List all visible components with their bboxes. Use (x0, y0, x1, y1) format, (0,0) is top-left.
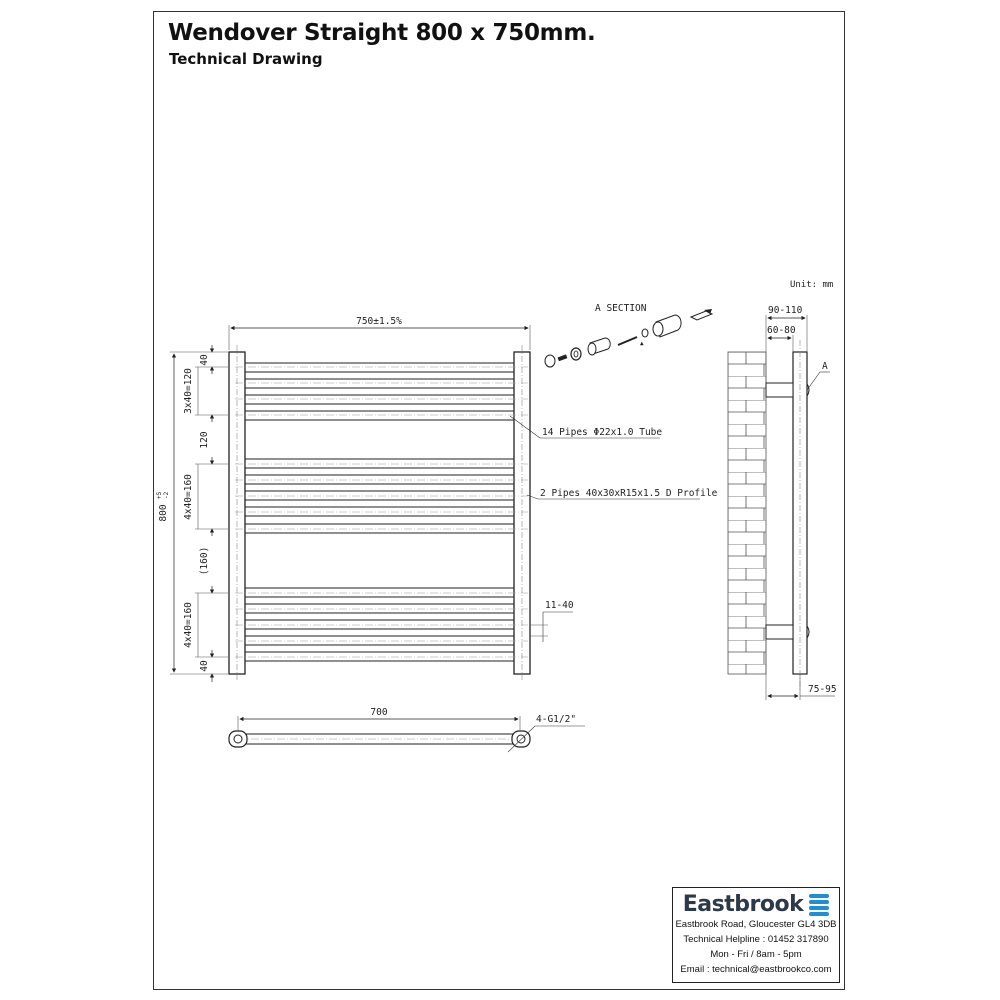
rail-centerlines-middle (235, 463, 528, 530)
wall-gap-dimension: 11-40 (545, 600, 574, 611)
dim-top-offset: 40 (199, 354, 210, 366)
dim-gap-2: (160) (199, 547, 210, 576)
width-dimension: 750±1.5% (356, 316, 402, 327)
dim-bottom-offset: 40 (199, 660, 210, 672)
waves-icon (809, 893, 830, 916)
connection-label: 4-G1/2" (536, 714, 576, 725)
rails-top-group (245, 362, 514, 421)
side-dim-outer: 90-110 (768, 305, 803, 316)
rail-centerlines-top (235, 366, 528, 416)
svg-text:▲: ▲ (640, 340, 644, 347)
dim-top-spacing: 3x40=120 (183, 368, 194, 414)
brand-logo: Eastbrook (673, 892, 839, 917)
callout-profile: 2 Pipes 40x30xR15x1.5 D Profile (540, 488, 718, 499)
rails-bottom-group (245, 587, 514, 662)
brand-name: Eastbrook (682, 892, 804, 917)
technical-helpline: Technical Helpline : 01452 317890 (683, 934, 829, 945)
section-a-exploded: A SECTION ▲ (544, 303, 714, 368)
wall-brick (727, 351, 767, 675)
bottom-bracket (765, 624, 794, 640)
height-tolerance-lower: -2 (163, 491, 170, 499)
side-dim-inner: 60-80 (767, 325, 796, 336)
support-email: Email : technical@eastbrookco.com (680, 964, 832, 975)
centers-dimension: 700 (370, 707, 387, 718)
rail-centerlines-bottom (235, 592, 528, 658)
side-dim-bottom: 75-95 (808, 684, 837, 695)
bottom-view: 700 4-G1/2" (228, 707, 585, 753)
front-view: 750±1.5% 800 +5 -2 (156, 316, 718, 682)
company-address: Eastbrook Road, Gloucester GL4 3DB (675, 919, 837, 930)
section-label: A SECTION (595, 303, 647, 314)
page-title: Wendover Straight 800 x 750mm. (168, 20, 596, 46)
side-view: 90-110 60-80 75-95 A (727, 305, 837, 700)
top-bracket (765, 382, 794, 398)
company-info-box: Eastbrook Eastbrook Road, Gloucester GL4… (672, 887, 840, 983)
page-subtitle: Technical Drawing (169, 50, 323, 68)
rails-middle-group (245, 458, 514, 534)
dim-gap-1: 120 (199, 431, 210, 448)
dim-middle-spacing: 4x40=160 (183, 474, 194, 520)
unit-label: Unit: mm (790, 280, 834, 290)
section-marker-a: A (822, 361, 828, 372)
callout-tubes: 14 Pipes Φ22x1.0 Tube (542, 427, 662, 438)
opening-hours: Mon - Fri / 8am - 5pm (710, 949, 802, 960)
drawing-sheet-border (153, 11, 845, 990)
dim-bottom-spacing: 4x40=160 (183, 602, 194, 648)
height-tolerance-upper: +5 (156, 491, 163, 499)
height-dimension: 800 (158, 504, 169, 521)
